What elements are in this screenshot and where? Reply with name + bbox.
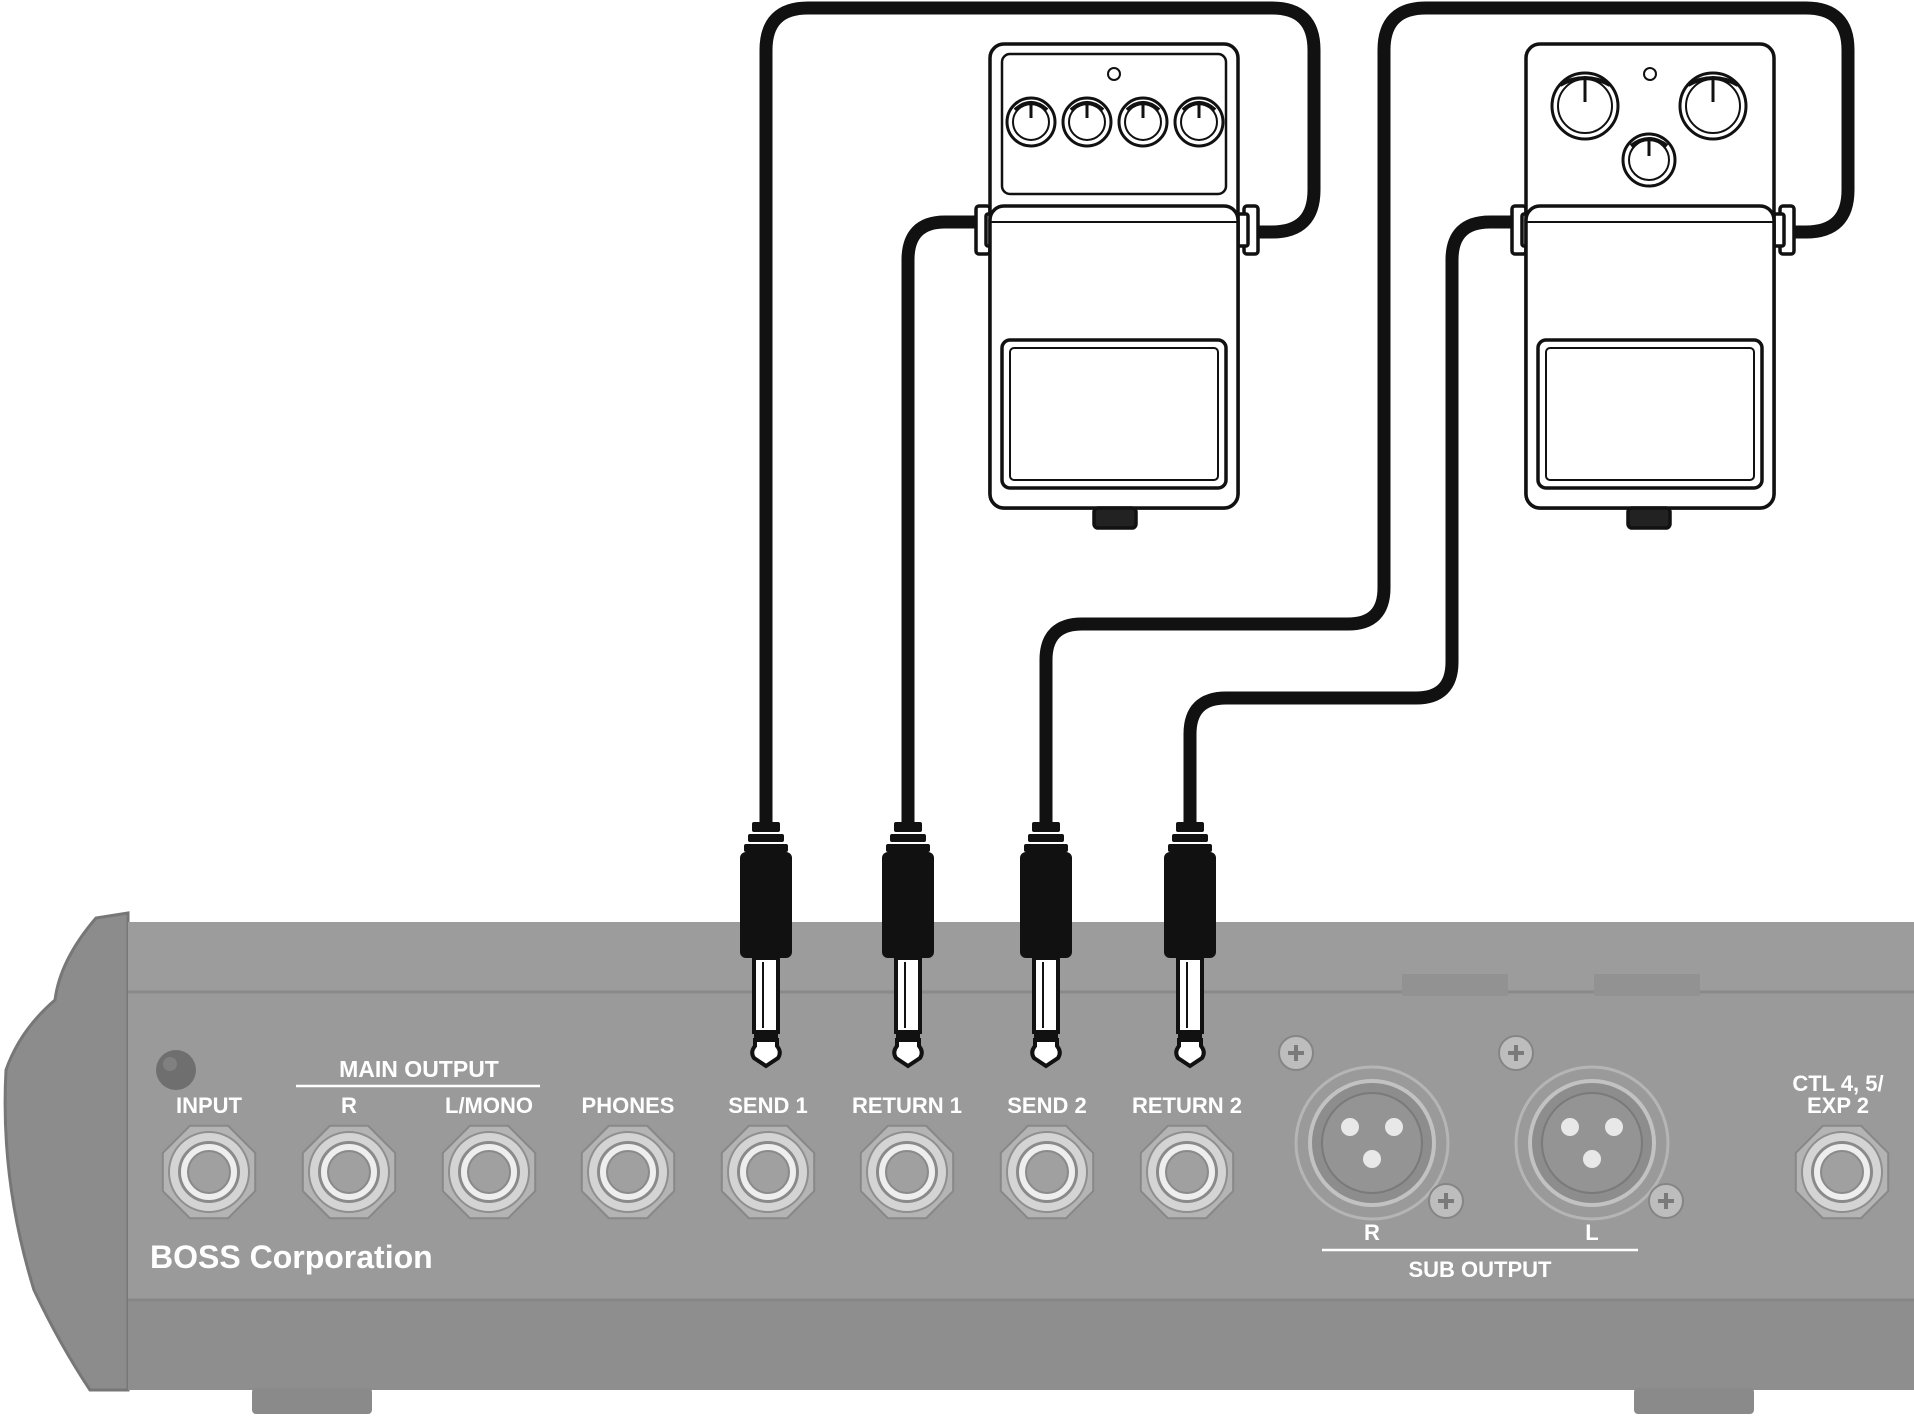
jack-send1[interactable] <box>720 1124 816 1220</box>
xlr-jack-sub-l[interactable] <box>1498 1035 1684 1221</box>
jack-label-return2: RETURN 2 <box>1132 1093 1242 1118</box>
pedal-1-knob-4-icon <box>1173 96 1225 148</box>
jack-label-send1: SEND 1 <box>728 1093 807 1118</box>
pedal-1 <box>974 42 1260 530</box>
jack-labels: INPUT R L/MONO PHONES SEND 1 RETURN 1 SEND 2 RE… <box>176 1093 1242 1118</box>
pedal-2-thumbscrew-icon <box>1626 506 1672 530</box>
screw-icon <box>1278 1035 1314 1071</box>
pedal-2-knobs <box>1550 71 1748 188</box>
jack-ctl-exp[interactable] <box>1794 1124 1890 1220</box>
jack-return1[interactable] <box>859 1124 955 1220</box>
ctl-exp-label-line1: CTL 4, 5/ <box>1792 1071 1883 1096</box>
plugs <box>740 822 1216 1069</box>
panel-bottom-strip <box>128 1300 1914 1390</box>
screw-icon <box>1428 1183 1464 1219</box>
jack-main-r[interactable] <box>301 1124 397 1220</box>
cable-send1 <box>759 1 1321 832</box>
plug-send2 <box>1020 822 1072 1069</box>
cable-return1 <box>901 215 993 832</box>
screw-icon <box>1648 1183 1684 1219</box>
plug-return2 <box>1164 822 1216 1069</box>
jack-label-main-r: R <box>341 1093 357 1118</box>
main-output-group-label: MAIN OUTPUT <box>339 1056 499 1082</box>
effects-unit-rear-panel: MAIN OUTPUT INPUT R L/MONO PHONES SEND 1 RETU… <box>3 911 1914 1414</box>
jack-input[interactable] <box>161 1124 257 1220</box>
plug-return1 <box>882 822 934 1069</box>
jack-phones[interactable] <box>580 1124 676 1220</box>
jack-label-input: INPUT <box>176 1093 243 1118</box>
sub-output-group-label: SUB OUTPUT <box>1409 1257 1553 1282</box>
jack-send2[interactable] <box>999 1124 1095 1220</box>
xlr-label-sub-l: L <box>1585 1220 1598 1245</box>
panel-foot-right <box>1634 1388 1754 1414</box>
jack-return2[interactable] <box>1139 1124 1235 1220</box>
ground-screw-icon <box>156 1050 196 1090</box>
jack-main-lmono[interactable] <box>441 1124 537 1220</box>
pedal-1-knob-1-icon <box>1005 96 1057 148</box>
plug-send1 <box>740 822 792 1069</box>
panel-foot-left <box>252 1388 372 1414</box>
pedal-1-knob-2-icon <box>1061 96 1113 148</box>
jack-label-phones: PHONES <box>582 1093 675 1118</box>
pedal-2-knob-3-icon <box>1621 132 1677 188</box>
pedal-2-knob-1-icon <box>1550 71 1620 141</box>
xlr-jack-sub-r[interactable] <box>1278 1035 1464 1221</box>
cables <box>759 1 1855 832</box>
jack-label-main-lmono: L/MONO <box>445 1093 533 1118</box>
pedal-2 <box>1510 42 1796 530</box>
cable-return2 <box>1183 215 1529 832</box>
cable-send2 <box>1039 1 1855 832</box>
jack-label-return1: RETURN 1 <box>852 1093 962 1118</box>
pedal-2-knob-2-icon <box>1678 71 1748 141</box>
brand-label: BOSS Corporation <box>150 1239 433 1275</box>
jacks <box>161 1124 1235 1220</box>
screw-icon <box>1498 1035 1534 1071</box>
ctl-exp-label-line2: EXP 2 <box>1807 1093 1869 1118</box>
pedal-1-knobs <box>1005 96 1225 148</box>
pedal-1-thumbscrew-icon <box>1092 506 1138 530</box>
jack-label-send2: SEND 2 <box>1007 1093 1086 1118</box>
pedal-1-top-panel <box>1000 52 1228 196</box>
pedal-1-knob-3-icon <box>1117 96 1169 148</box>
ctl-exp-jack <box>1794 1124 1890 1220</box>
panel-left-end <box>3 911 130 1392</box>
xlr-label-sub-r: R <box>1364 1220 1380 1245</box>
